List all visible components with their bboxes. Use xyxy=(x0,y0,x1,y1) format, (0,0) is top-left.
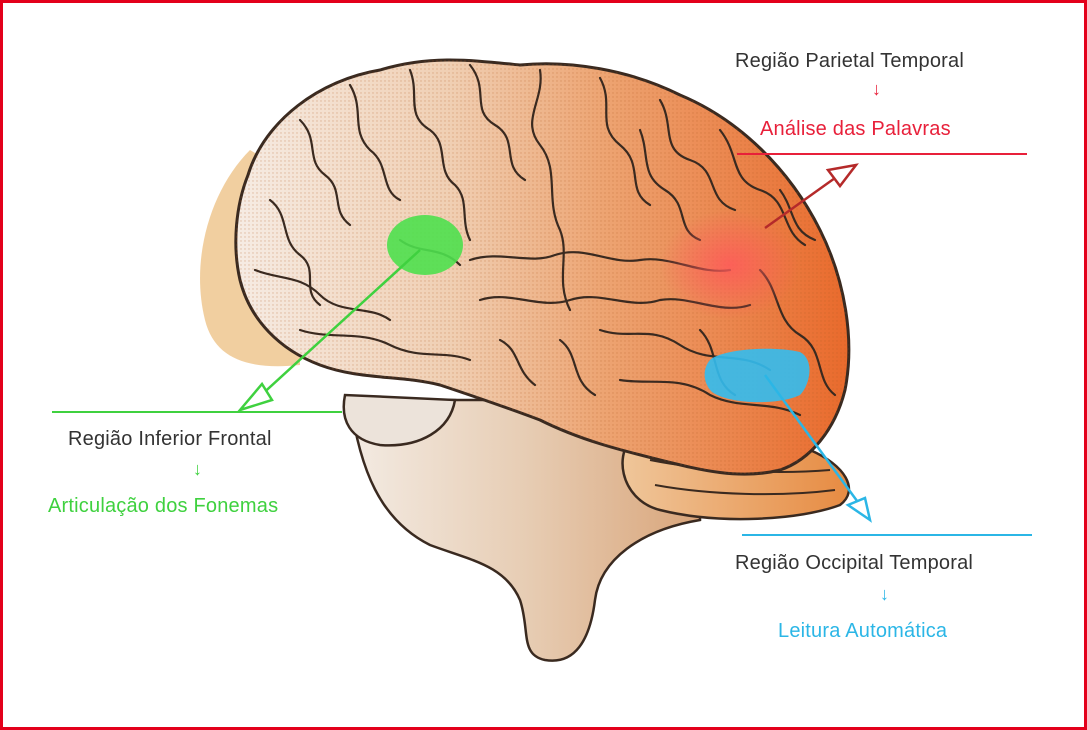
parietal-region-label: Região Parietal Temporal xyxy=(735,50,964,73)
frontal-down-arrow-icon: ↓ xyxy=(193,460,202,478)
frontal-region-highlight xyxy=(387,215,463,275)
frontal-function-label: Articulação dos Fonemas xyxy=(48,495,278,518)
frontal-region-label: Região Inferior Frontal xyxy=(68,428,272,451)
occipital-overline xyxy=(742,534,1032,536)
parietal-underline xyxy=(737,153,1027,155)
occipital-region-label: Região Occipital Temporal xyxy=(735,552,973,575)
parietal-region-highlight xyxy=(660,210,800,320)
occipital-region-highlight xyxy=(705,349,810,402)
occipital-function-label: Leitura Automática xyxy=(778,620,947,643)
frontal-overline xyxy=(52,411,342,413)
parietal-function-label: Análise das Palavras xyxy=(760,118,951,141)
parietal-down-arrow-icon: ↓ xyxy=(872,80,881,98)
occipital-down-arrow-icon: ↓ xyxy=(880,585,889,603)
